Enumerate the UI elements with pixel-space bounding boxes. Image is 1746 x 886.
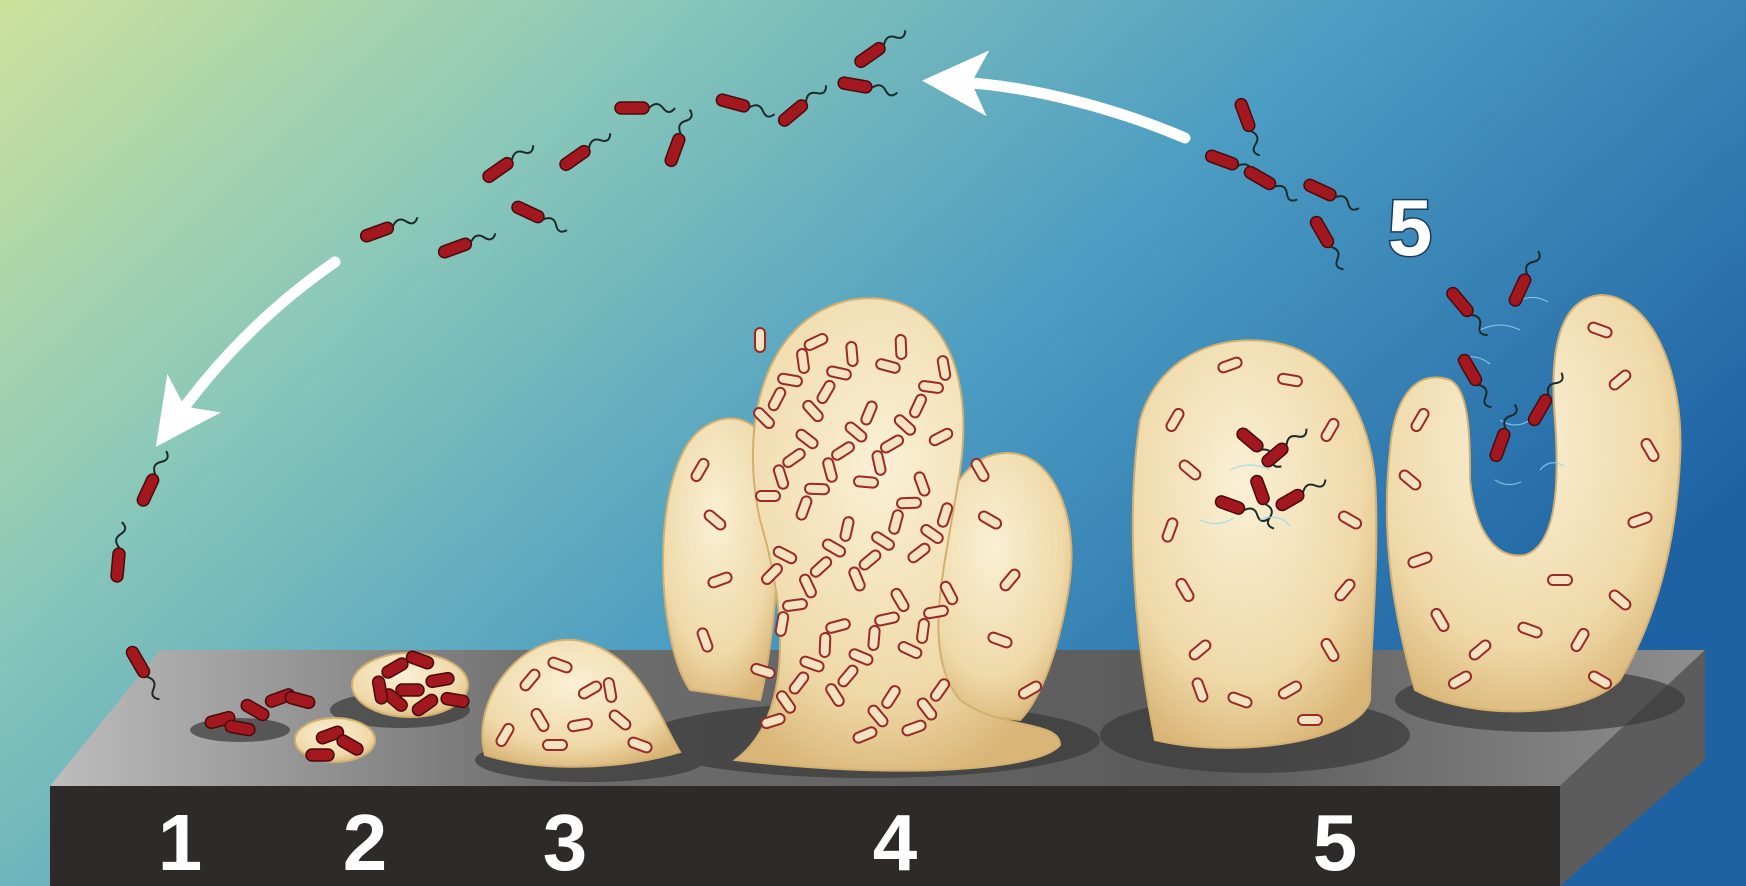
- embedded-cell: [854, 476, 879, 488]
- bacterium-icon: [396, 684, 424, 696]
- embedded-cell: [1548, 575, 1572, 585]
- stage-label-2: 2: [343, 798, 388, 886]
- stage-label-1: 1: [158, 798, 203, 886]
- dispersal-label: 5: [1388, 183, 1433, 272]
- embedded-cell: [1298, 715, 1322, 725]
- embedded-cell: [916, 618, 929, 643]
- embedded-cell: [918, 380, 943, 393]
- embedded-cell: [846, 342, 858, 367]
- stage-label-5: 5: [1313, 798, 1358, 886]
- bacterium-icon: [306, 749, 334, 761]
- embedded-cell: [796, 348, 809, 373]
- stage-label-4: 4: [873, 798, 918, 886]
- embedded-cell: [543, 740, 567, 750]
- embedded-cell: [895, 335, 906, 359]
- embedded-cell: [819, 633, 830, 657]
- stage-label-3: 3: [543, 798, 588, 886]
- embedded-cell: [805, 483, 829, 494]
- embedded-cell: [782, 598, 807, 611]
- embedded-cell: [756, 491, 780, 501]
- embedded-cell: [897, 497, 921, 508]
- embedded-cell: [868, 626, 880, 651]
- embedded-cell: [755, 328, 765, 352]
